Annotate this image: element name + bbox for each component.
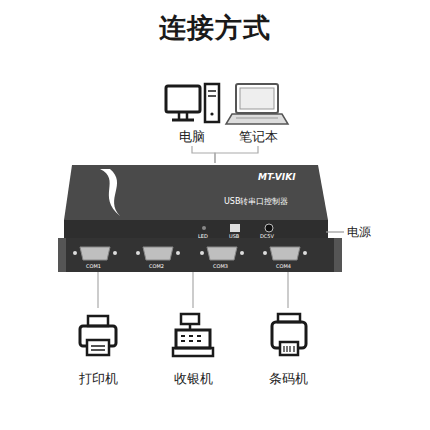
port-label: COM4 [276,263,291,269]
power-button [210,112,213,115]
node-label: 打印机 [50,370,146,388]
port-label: COM3 [213,263,228,269]
connector-line [192,146,215,163]
node-label: 收银机 [145,370,241,388]
label-out [280,342,298,355]
register-screen [181,314,199,324]
printer-icon [80,316,116,355]
computer-node: 电脑 [163,78,221,146]
laptop-icon [226,84,288,124]
screw [136,251,140,255]
leader-line [326,231,344,232]
diagram-title: 连接方式 [0,10,430,46]
screw [263,251,267,255]
logo-swoosh [100,169,120,216]
connector-line [97,272,98,308]
laptop-keys [236,118,278,119]
barcode-bars [284,346,294,352]
box-front-face [64,220,328,238]
mount-tab [58,238,66,272]
monitor-shape [166,86,200,112]
db9-port [143,247,173,260]
screw [240,251,244,255]
node-label: 笔记本 [206,128,310,146]
power-label: 电源 [347,224,371,241]
laptop-base [226,114,288,124]
db9-port [207,247,237,260]
connector-line [192,272,193,308]
db9-port [270,247,300,260]
barcode-printer-node: 条码机 [260,308,316,388]
base-plate [58,238,342,272]
register-drawer [173,348,213,356]
cash-register-icon [173,314,213,356]
screw [113,251,117,255]
led-indicator [202,226,206,230]
laptop-lid [236,84,278,113]
paper-lines [91,346,105,350]
tower-shape [205,84,219,122]
paper-tray [87,340,109,355]
port-label: COM2 [149,263,164,269]
port-label: COM1 [86,263,101,269]
screw [73,251,77,255]
laptop-screen [240,88,274,109]
db9-port [80,247,110,260]
barcode-printer-icon [272,314,306,355]
monitor-base [172,119,194,122]
register-node: 收银机 [165,308,221,388]
box-top-face [64,165,328,220]
laptop-node: 笔记本 [226,78,290,146]
printer-node: 打印机 [70,308,126,388]
monitor-stand [179,112,187,119]
port-label: DC5V [260,233,274,239]
mount-tab [334,238,342,272]
device-name: USB转串口控制器 [224,196,288,207]
db9-ports [80,247,300,260]
controller-node: MT-VIKI USB转串口控制器 [62,163,342,272]
node-label: 电脑 [143,128,241,146]
port-screws [73,251,307,255]
brand-text: MT-VIKI [258,172,296,182]
register-body [176,330,210,348]
node-label: 条码机 [240,370,336,388]
port-label: USB [229,233,239,239]
connector-line [215,146,258,163]
screw [176,251,180,255]
desktop-icon [166,84,219,122]
tower-slot [208,91,216,96]
usb-port [230,224,240,232]
screw [200,251,204,255]
port-label: LED [198,233,208,239]
register-keys [181,336,201,341]
connector-line [287,272,288,308]
dc-jack [265,224,273,232]
controller-illustration [58,165,342,272]
screw [303,251,307,255]
